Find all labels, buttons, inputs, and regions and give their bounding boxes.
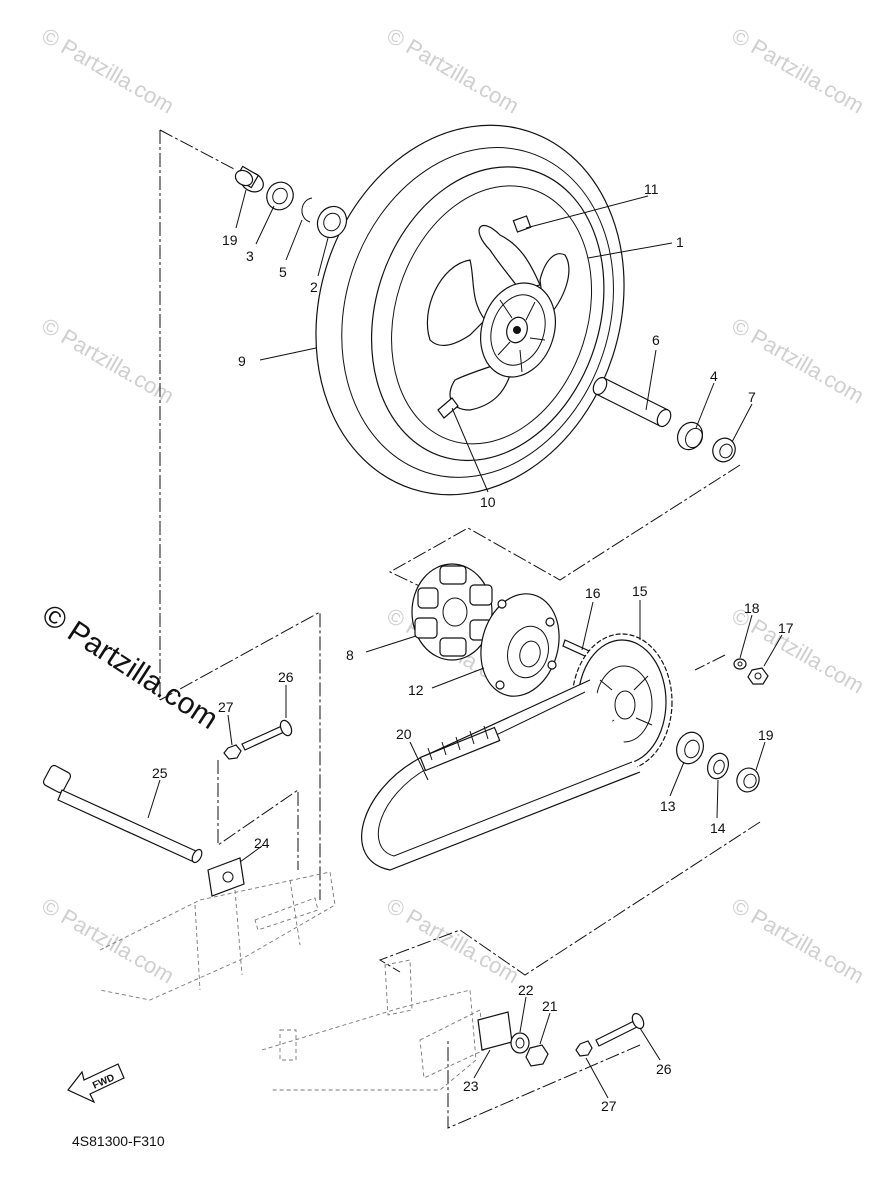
hub-damper: [411, 563, 493, 661]
callout-5: 5: [279, 264, 287, 280]
diagram-code: 4S81300-F310: [72, 1133, 165, 1149]
right-hub-parts: [592, 376, 736, 463]
watermark-tile: © Partzilla.com: [38, 893, 179, 989]
callout-3: 3: [246, 248, 254, 264]
clutch-hub: [480, 593, 599, 697]
callout-19-right: 19: [758, 727, 774, 743]
callouts: 1 2 3 4 5 6 7 8 9 10 11 12 13 14 15 16 1…: [152, 181, 794, 1114]
watermark-tile: © Partzilla.com: [728, 893, 869, 989]
callout-20: 20: [396, 726, 412, 742]
callout-27-lower: 27: [601, 1098, 617, 1114]
callout-16: 16: [585, 585, 601, 601]
callout-26-lower: 26: [656, 1061, 672, 1077]
callout-15: 15: [632, 583, 648, 599]
callout-1: 1: [676, 234, 684, 250]
assembly-lines: [159, 129, 761, 1129]
callout-19-left: 19: [222, 232, 238, 248]
swingarm-right: [261, 959, 485, 1091]
partzilla-watermark: © Partzilla.com: [36, 598, 224, 736]
callout-7: 7: [748, 389, 756, 405]
left-hub-parts: [234, 165, 348, 239]
callout-9: 9: [238, 353, 246, 369]
leader-lines: [147, 189, 783, 1099]
swingarm-left: [99, 871, 336, 1001]
callout-24: 24: [254, 835, 270, 851]
watermark-tile: © Partzilla.com: [728, 23, 869, 119]
callout-11: 11: [644, 181, 659, 197]
wheel-axle: [42, 764, 203, 864]
callout-21: 21: [542, 998, 558, 1014]
watermark-tile: © Partzilla.com: [383, 893, 524, 989]
callout-25: 25: [152, 765, 168, 781]
fwd-arrow-icon: FWD: [67, 1063, 125, 1104]
callout-13: 13: [660, 798, 676, 814]
left-adjuster: [207, 719, 293, 897]
callout-12: 12: [408, 682, 424, 698]
callout-8: 8: [346, 647, 354, 663]
callout-2: 2: [310, 279, 318, 295]
chain-links: [419, 725, 501, 772]
callout-10: 10: [480, 494, 496, 510]
drive-chain: [361, 679, 641, 871]
callout-27-upper: 27: [218, 699, 234, 715]
callout-4: 4: [710, 368, 718, 384]
right-adjuster: [477, 1011, 645, 1067]
watermark-tile: © Partzilla.com: [728, 603, 869, 699]
callout-6: 6: [652, 332, 660, 348]
callout-26-upper: 26: [278, 669, 294, 685]
sprocket-side-parts: [676, 658, 769, 793]
callout-17: 17: [778, 620, 794, 636]
rear-wheel-assembly: [315, 124, 625, 496]
callout-23: 23: [463, 1078, 479, 1094]
callout-18: 18: [744, 600, 760, 616]
watermark-tile: © Partzilla.com: [38, 313, 179, 409]
callout-22: 22: [518, 982, 534, 998]
callout-14: 14: [710, 820, 726, 836]
watermark-tile: © Partzilla.com: [383, 23, 524, 119]
watermark-tile: © Partzilla.com: [38, 23, 179, 119]
